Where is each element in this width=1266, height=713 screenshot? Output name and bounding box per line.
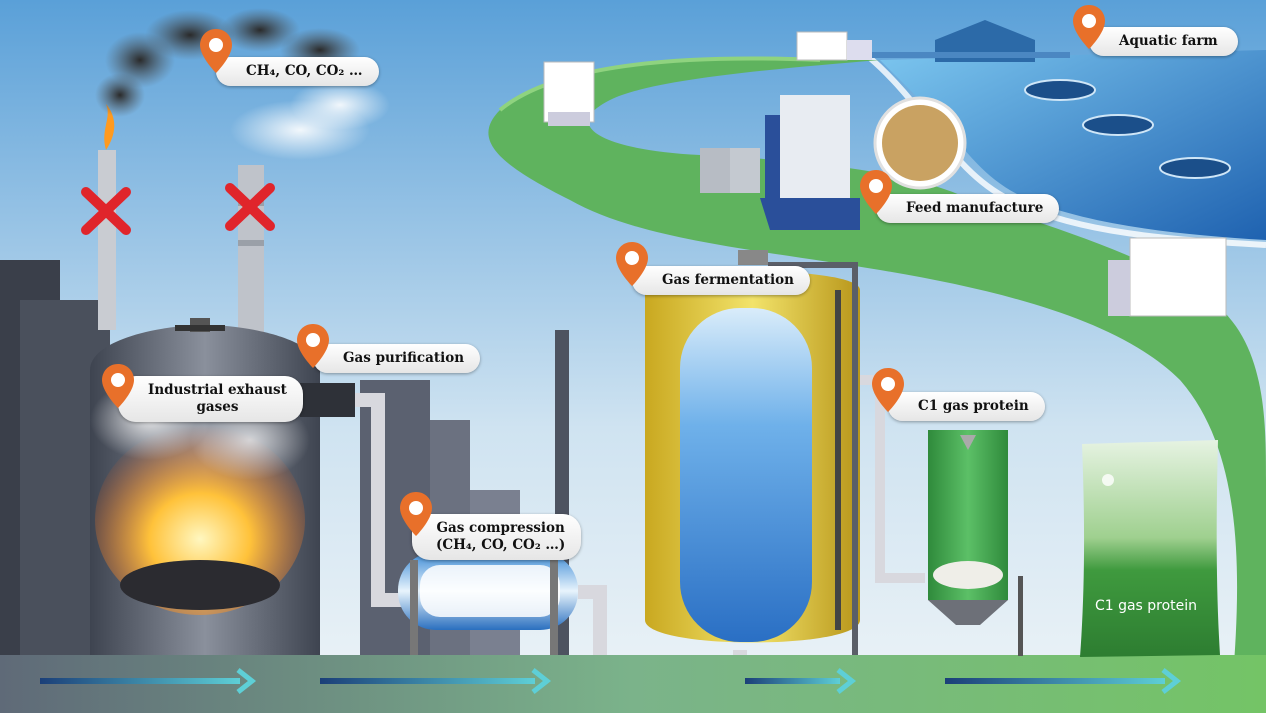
protein-silo <box>928 430 1023 656</box>
callout-c1-gas-protein: C1 gas protein <box>870 366 1045 421</box>
product-bag-label: C1 gas protein <box>1094 598 1198 614</box>
arrow-right-icon <box>945 668 1182 694</box>
label-c1-gas-protein: C1 gas protein <box>888 392 1045 421</box>
label-gas-compression-line2: (CH₄, CO, CO₂ …) <box>436 537 566 553</box>
callout-feed-manufacture: Feed manufacture <box>858 168 1060 223</box>
compression-tank <box>398 552 578 655</box>
location-pin-icon <box>860 170 892 214</box>
location-pin-icon <box>1073 5 1105 49</box>
green-road <box>488 58 1266 713</box>
fermenter-tank <box>645 250 925 655</box>
label-feed-manufacture: Feed manufacture <box>876 194 1060 223</box>
location-pin-icon <box>872 368 904 412</box>
callout-gas-compression: Gas compression (CH₄, CO, CO₂ …) <box>398 490 582 560</box>
label-gas-fermentation: Gas fermentation <box>632 266 810 295</box>
location-pin-icon <box>297 324 329 368</box>
product-bag <box>1080 440 1220 657</box>
fish-cage-icon <box>1024 79 1231 179</box>
exhaust-smoke <box>95 8 360 117</box>
label-gas-compression-line1: Gas compression <box>436 520 565 536</box>
cross-icon <box>225 183 275 231</box>
arrow-right-icon <box>745 668 857 694</box>
label-gas-compression: Gas compression (CH₄, CO, CO₂ …) <box>412 514 582 560</box>
sea <box>880 50 1266 240</box>
chimney-left <box>98 150 116 330</box>
label-industrial-exhaust-line1: Industrial exhaust <box>148 382 287 398</box>
location-pin-icon <box>200 29 232 73</box>
callout-gas-fermentation: Gas fermentation <box>614 240 810 295</box>
callout-aquatic-farm: Aquatic farm <box>1071 3 1238 56</box>
callout-gas-purification: Gas purification <box>295 322 481 373</box>
arrow-right-icon <box>40 668 257 694</box>
arrow-right-icon <box>320 668 552 694</box>
truck-icon <box>543 61 595 126</box>
label-industrial-exhaust-line2: gases <box>196 399 239 415</box>
callout-exhaust-gases: CH₄, CO, CO₂ … <box>198 27 379 86</box>
label-exhaust-gases: CH₄, CO, CO₂ … <box>216 57 379 86</box>
feed-factory <box>700 95 860 230</box>
label-industrial-exhaust: Industrial exhaust gases <box>118 376 303 422</box>
location-pin-icon <box>102 364 134 408</box>
cross-icon <box>81 187 131 235</box>
truck-icon <box>796 31 872 61</box>
truck-icon <box>1108 237 1227 317</box>
callout-industrial-exhaust: Industrial exhaust gases <box>100 362 303 422</box>
label-aquatic-farm: Aquatic farm <box>1089 27 1238 56</box>
label-gas-purification: Gas purification <box>313 344 481 373</box>
location-pin-icon <box>616 242 648 286</box>
location-pin-icon <box>400 492 432 536</box>
